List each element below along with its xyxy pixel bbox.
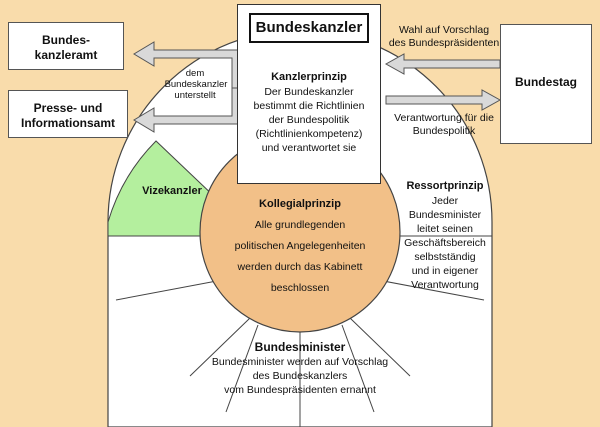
responsibility-note-line2: Bundespolitik <box>412 125 476 137</box>
department-line: und in eigener <box>411 265 479 277</box>
chancellor-line: (Richtlinienkompetenz) <box>255 128 363 140</box>
ministers-line: Bundesminister werden auf Vorschlag <box>211 356 389 368</box>
chancellor-principle-heading: Kanzlerprinzip <box>271 71 347 83</box>
collegial-line: werden durch das Kabinett <box>237 261 363 273</box>
ring-divider <box>189 317 251 377</box>
ministers-heading: Bundesminister <box>254 340 346 354</box>
responsibility-arrow <box>385 89 502 111</box>
press-office-line1: Presse- und <box>33 101 103 115</box>
department-line: Verantwortung <box>411 279 479 291</box>
chancellor-box: Bundeskanzler Kanzlerprinzip Der Bundesk… <box>237 4 381 184</box>
subordinate-note-line2: Bundeskanzler <box>164 79 228 90</box>
collegial-line: politischen Angelegenheiten <box>234 240 366 252</box>
collegial-line: Alle grundlegenden <box>254 219 346 231</box>
chancellery-office-box: Bundes- kanzleramt <box>8 22 124 70</box>
election-arrow <box>384 53 501 75</box>
department-heading: Ressortprinzip <box>406 180 484 192</box>
chancellery-office-line2: kanzleramt <box>34 48 98 62</box>
department-line: Jeder <box>431 195 459 207</box>
press-office-box: Presse- und Informationsamt <box>8 90 128 138</box>
collegial-heading: Kollegialprinzip <box>259 198 341 210</box>
chancellor-title-frame: Bundeskanzler <box>249 13 369 43</box>
department-line: Geschäftsbereich <box>404 237 486 249</box>
chancellor-line: und verantwortet sie <box>261 142 357 154</box>
press-office-line2: Informationsamt <box>20 116 115 130</box>
chancellor-line: der Bundespolitik <box>268 114 350 126</box>
ring-divider <box>377 279 485 301</box>
subordinate-note-line3: unterstellt <box>174 90 216 101</box>
election-note-line2: des Bundespräsidenten <box>388 37 500 49</box>
department-line: leitet seinen <box>416 223 474 235</box>
vice-chancellor-label: Vizekanzler <box>142 185 202 197</box>
department-line: Bundesminister <box>408 209 482 221</box>
ring-divider <box>225 324 259 413</box>
chancellery-office-line1: Bundes- <box>42 33 90 47</box>
ring-divider <box>341 324 375 413</box>
ring-divider <box>349 317 411 377</box>
department-line: selbstständig <box>414 251 476 263</box>
chancellor-line: bestimmt die Richtlinien <box>253 100 365 112</box>
collegial-line: beschlossen <box>270 282 330 294</box>
ministers-line: vom Bundespräsidenten ernannt <box>224 384 376 396</box>
press-arrow <box>133 87 241 133</box>
ministers-line: des Bundeskanzlers <box>252 370 348 382</box>
ring-divider <box>115 279 223 301</box>
responsibility-note-line1: Verantwortung für die <box>394 112 494 124</box>
election-note-line1: Wahl auf Vorschlag <box>398 24 490 36</box>
chancellor-title: Bundeskanzler <box>255 19 363 36</box>
chancellor-line: Der Bundeskanzler <box>264 86 354 98</box>
subordinate-note-line1: dem <box>185 68 205 79</box>
office-arrow <box>133 41 241 91</box>
bundestag-box: Bundestag <box>500 24 592 144</box>
bundestag-label: Bundestag <box>514 75 577 89</box>
